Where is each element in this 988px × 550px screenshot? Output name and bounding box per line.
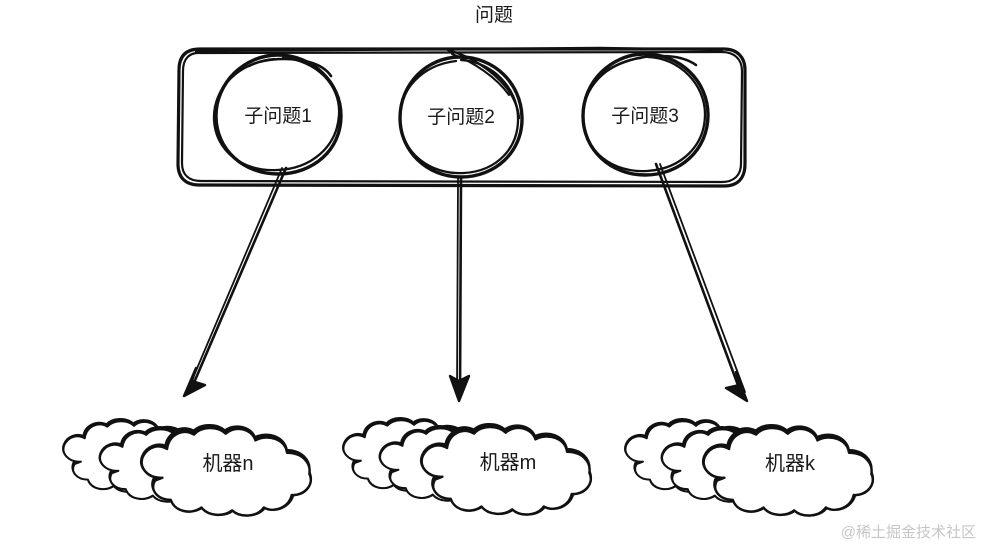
watermark: @稀土掘金技术社区 <box>840 524 976 541</box>
circle-subproblem-1[interactable] <box>212 53 343 176</box>
vector-shapes <box>62 46 872 517</box>
circle-subproblem-3[interactable] <box>581 52 710 177</box>
circle-label-subproblem-1: 子问题1 <box>244 106 312 127</box>
arrow-subproblem2-to-machine-m <box>448 176 471 403</box>
cloud-label-machine-k: 机器k <box>765 453 815 475</box>
circle-label-subproblem-3: 子问题3 <box>611 106 679 127</box>
cloud-label-machine-m: 机器m <box>479 452 537 474</box>
cloud-label-machine-n: 机器n <box>202 453 254 475</box>
arrow-subproblem1-to-machine-n <box>182 166 288 398</box>
circle-label-subproblem-2: 子问题2 <box>427 107 495 128</box>
rounded-rectangle-group <box>176 46 747 188</box>
arrow-subproblem3-to-machine-k <box>654 162 749 403</box>
diagram-title: 问题 <box>474 5 513 26</box>
